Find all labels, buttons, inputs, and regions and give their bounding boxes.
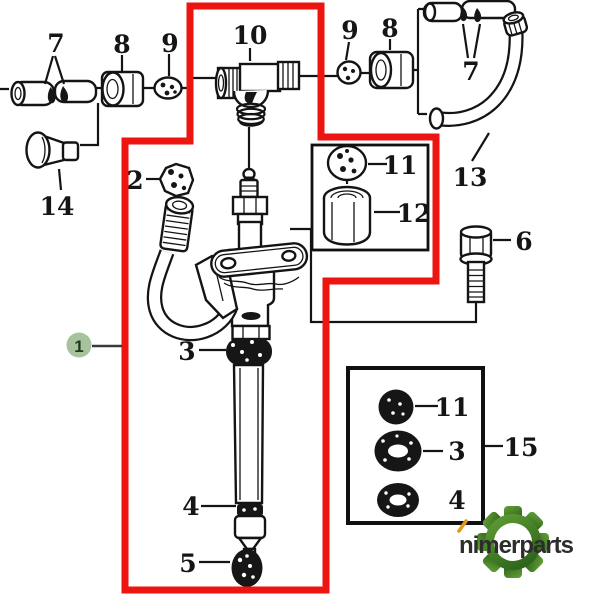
callout-8-right: 8 xyxy=(381,14,398,43)
callout-9-left: 9 xyxy=(161,29,178,58)
part-nut-8-right xyxy=(368,39,415,90)
callout-7-right-arrows xyxy=(461,23,482,59)
part-cap xyxy=(25,103,100,191)
callout-7-left-arrows xyxy=(43,55,66,85)
callout-kit-4: 4 xyxy=(448,486,465,515)
callout-13: 13 xyxy=(453,163,488,192)
callout-2: 2 xyxy=(126,166,143,195)
callout-kit-3: 3 xyxy=(448,437,465,466)
callout-11: 11 xyxy=(383,151,418,180)
item-1-badge: 1 xyxy=(66,332,122,358)
seal-kit-box xyxy=(346,366,503,525)
part-union-fittings-right xyxy=(416,0,517,116)
part-nut-9-left xyxy=(153,54,183,100)
callout-12: 12 xyxy=(397,199,432,228)
part-tee-fitting xyxy=(214,48,301,127)
centerline-dashes xyxy=(0,68,418,91)
gear-icon xyxy=(477,506,549,578)
part-hose xyxy=(428,11,529,162)
part-injector-assembly xyxy=(146,127,309,587)
callout-10: 10 xyxy=(233,21,268,50)
callout-6: 6 xyxy=(515,227,532,256)
badge-circle xyxy=(66,332,92,358)
callout-4: 4 xyxy=(182,492,199,521)
callout-5: 5 xyxy=(179,549,196,578)
callout-7-left: 7 xyxy=(47,29,64,58)
callout-15: 15 xyxy=(504,433,539,462)
accent-mark xyxy=(457,519,468,533)
badge-label: 1 xyxy=(74,337,83,356)
red-highlight-outline xyxy=(121,2,440,594)
callout-kit-11: 11 xyxy=(435,393,470,422)
callout-9-right: 9 xyxy=(341,16,358,45)
part-bolt xyxy=(290,225,511,324)
callout-8-left: 8 xyxy=(113,30,130,59)
brand-watermark: nimerparts xyxy=(457,506,575,578)
callout-14: 14 xyxy=(40,192,75,221)
brand-text: nimerparts xyxy=(459,532,574,559)
part-nut-8-left xyxy=(100,55,145,108)
part-nut-9-right xyxy=(336,41,362,85)
part-union-fittings-left xyxy=(10,79,98,107)
callout-3: 3 xyxy=(178,337,195,366)
gland-nut-group-box xyxy=(310,143,430,252)
callout-7-right: 7 xyxy=(462,57,479,86)
